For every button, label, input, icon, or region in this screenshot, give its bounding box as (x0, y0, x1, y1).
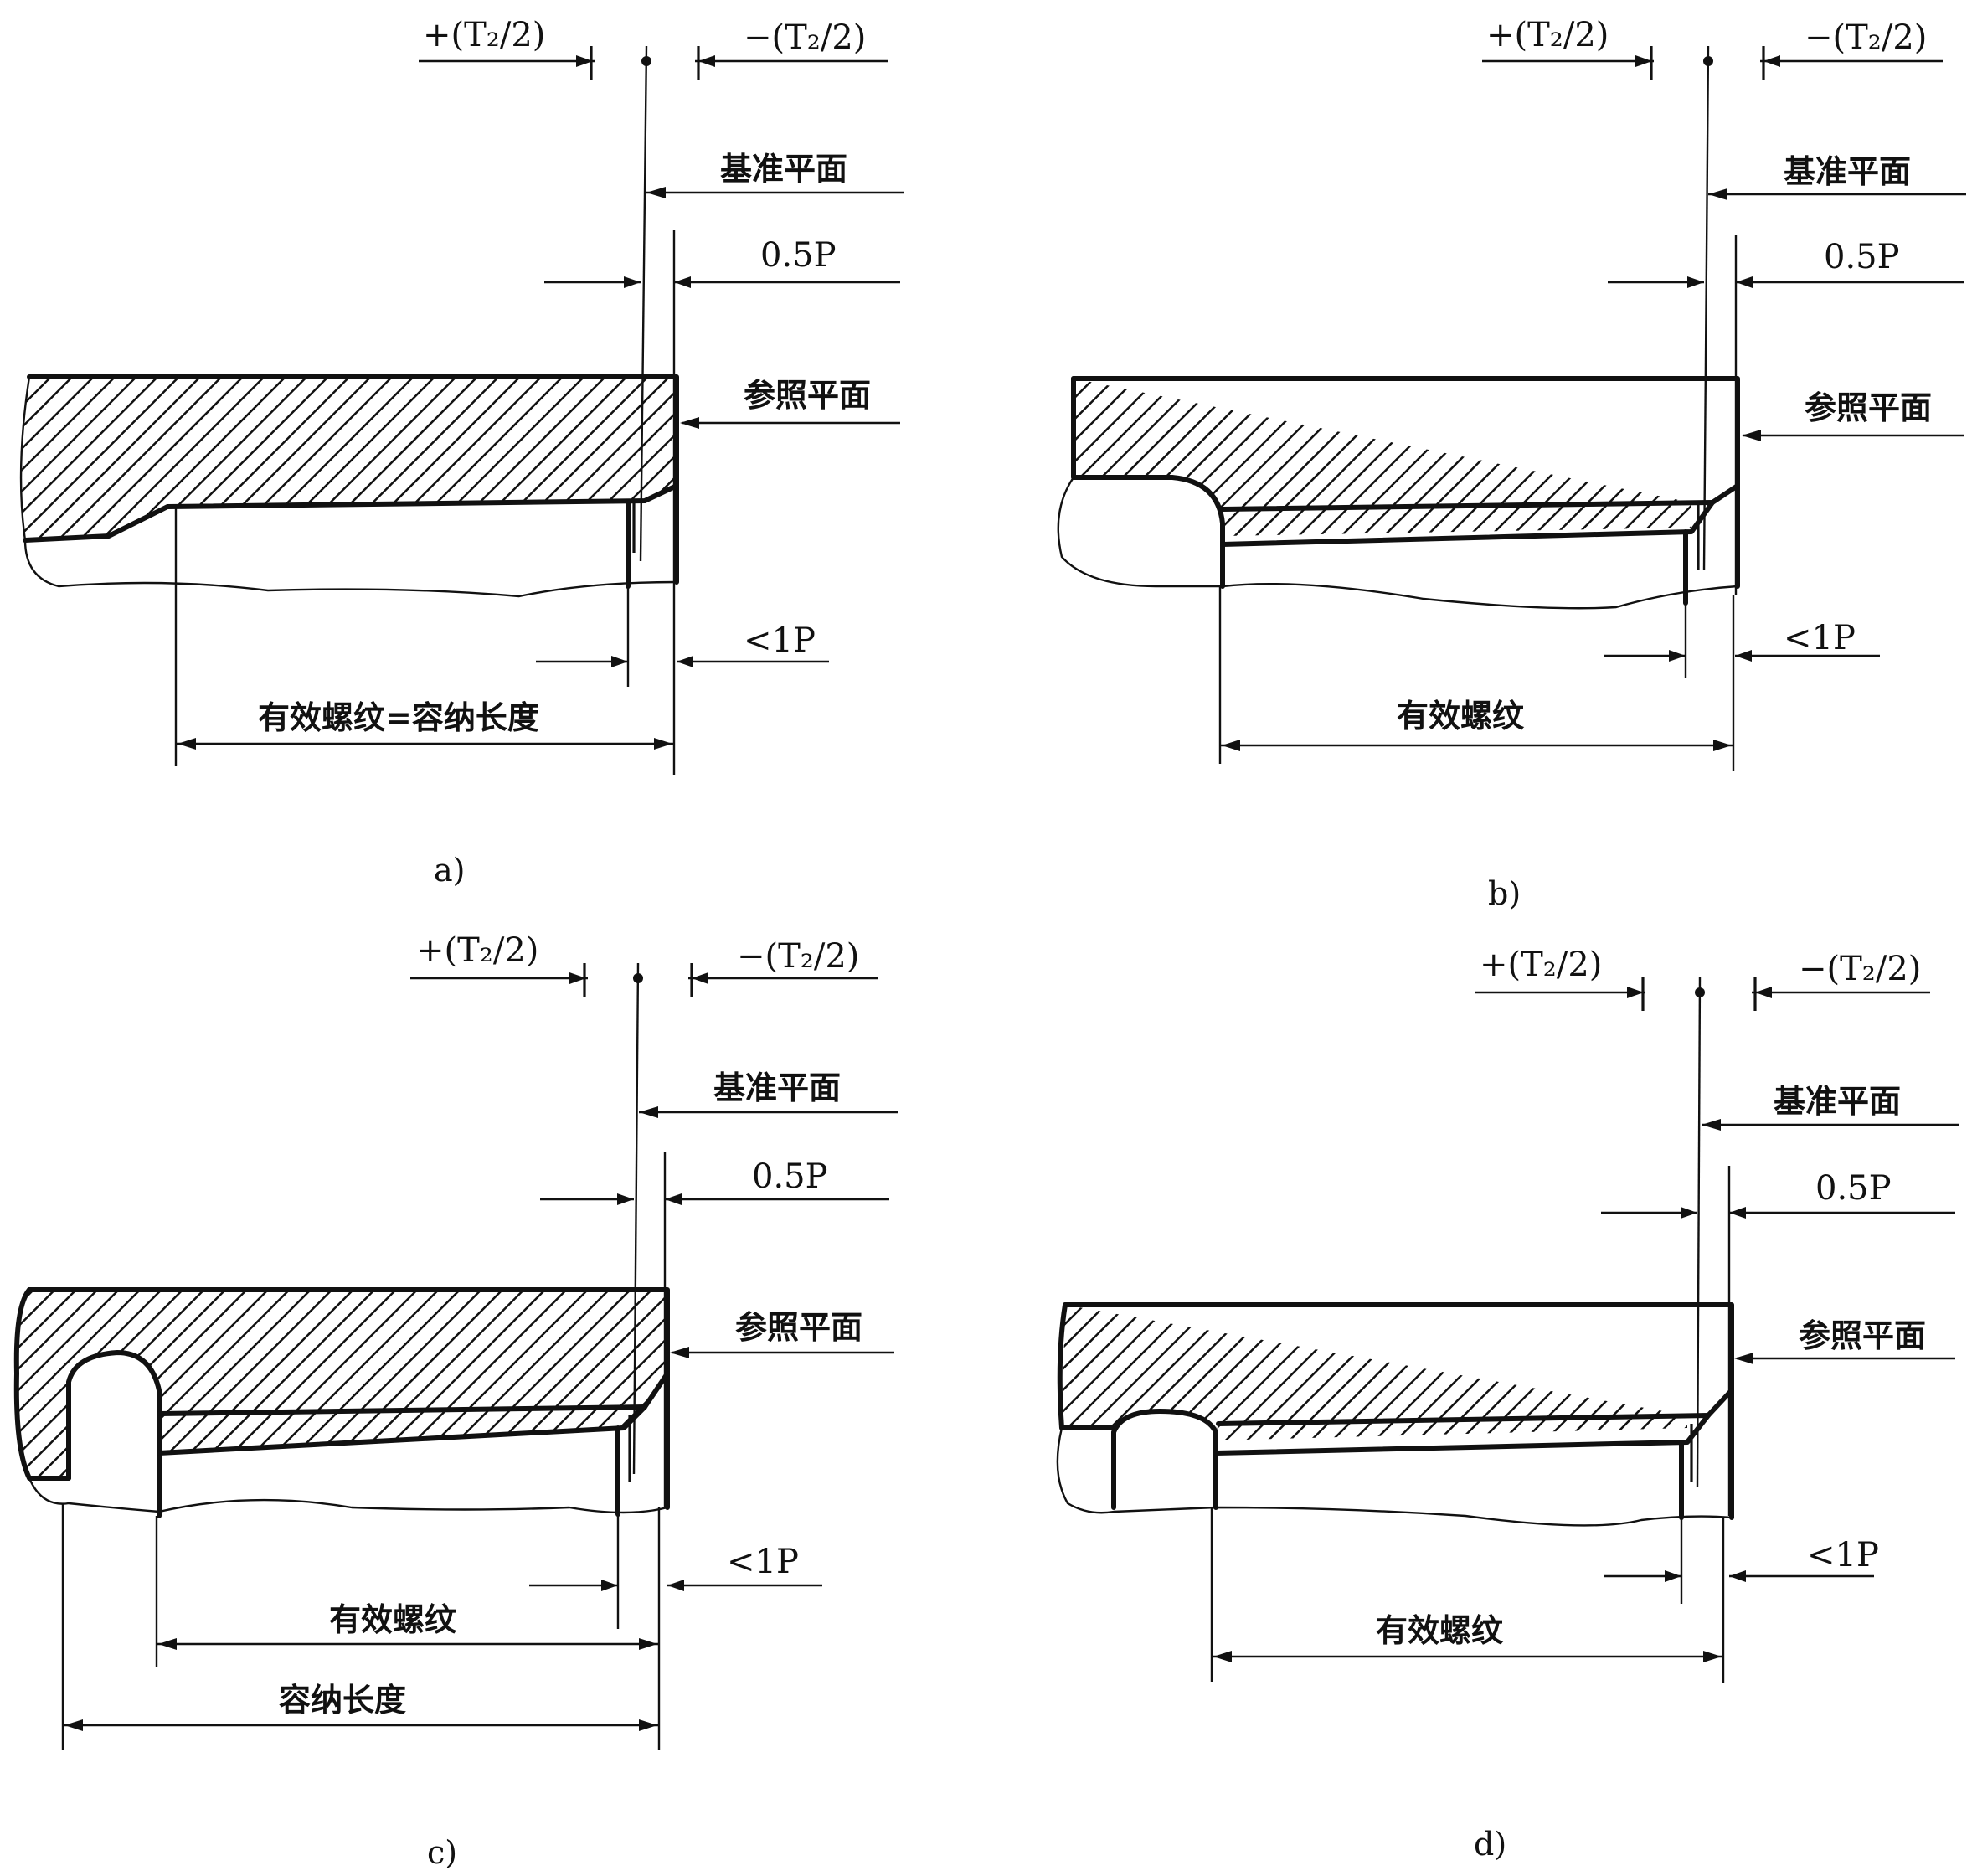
tol-plus-label: +(T₂/2) (416, 931, 538, 970)
tol-minus-label: −(T₂/2) (1799, 950, 1921, 988)
accommodation-length-label: 容纳长度 (279, 1682, 406, 1719)
gauge-plane-label: 基准平面 (1774, 1083, 1901, 1120)
panel-c: +(T₂/2) −(T₂/2) 基准平面 0.5P 参照平面 <1P (13, 931, 898, 1871)
less-one-pitch-label: <1P (1807, 1536, 1879, 1574)
half-pitch-label: 0.5P (752, 1157, 828, 1196)
half-pitch-label: 0.5P (1824, 238, 1900, 276)
panel-b-caption: b) (1488, 875, 1521, 912)
useful-thread-label: 有效螺纹 (329, 1601, 457, 1638)
panel-c-caption: c) (427, 1834, 457, 1871)
panel-d-caption: d) (1474, 1826, 1506, 1863)
tol-minus-label: −(T₂/2) (1805, 18, 1927, 57)
reference-plane-label: 参照平面 (1805, 389, 1932, 426)
less-one-pitch-label: <1P (744, 621, 816, 660)
panel-a-caption: a) (434, 852, 465, 889)
useful-eq-accommodation-label: 有效螺纹=容纳长度 (258, 699, 539, 736)
panel-a: +(T₂/2) −(T₂/2) 基准平面 0.5P 参照平面 <1P (19, 16, 904, 889)
gauge-plane-label: 基准平面 (713, 1069, 841, 1106)
tol-plus-label: +(T₂/2) (1480, 946, 1602, 984)
tol-plus-label: +(T₂/2) (1486, 16, 1609, 54)
gauge-plane-label: 基准平面 (720, 151, 847, 188)
reference-plane-label: 参照平面 (735, 1309, 862, 1346)
panel-b: +(T₂/2) −(T₂/2) 基准平面 0.5P 参照平面 <1P (1057, 16, 1966, 912)
useful-thread-label: 有效螺纹 (1397, 698, 1525, 734)
less-one-pitch-label: <1P (1784, 619, 1856, 657)
less-one-pitch-label: <1P (727, 1543, 799, 1581)
tol-plus-label: +(T₂/2) (423, 16, 545, 54)
half-pitch-label: 0.5P (1815, 1169, 1892, 1208)
reference-plane-label: 参照平面 (1799, 1317, 1926, 1354)
reference-plane-label: 参照平面 (744, 377, 871, 414)
tol-minus-label: −(T₂/2) (737, 937, 859, 976)
panel-d: +(T₂/2) −(T₂/2) 基准平面 0.5P 参照平面 <1P (1056, 946, 1959, 1863)
tol-minus-label: −(T₂/2) (744, 18, 866, 57)
useful-thread-label: 有效螺纹 (1376, 1612, 1504, 1649)
half-pitch-label: 0.5P (760, 236, 837, 275)
gauge-plane-label: 基准平面 (1784, 153, 1911, 190)
